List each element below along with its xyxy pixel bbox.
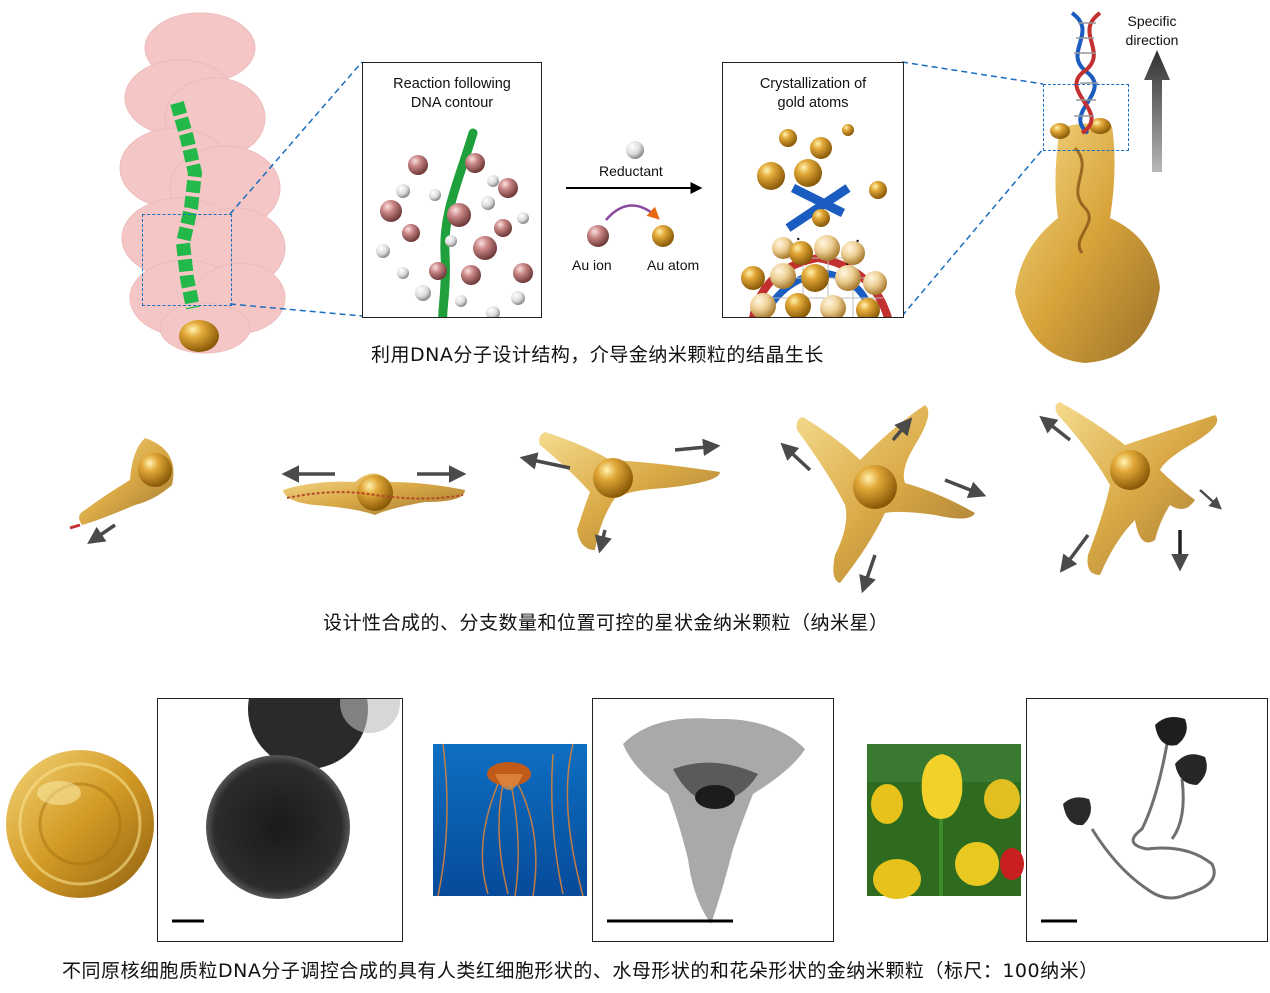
nanostar-1-branch — [69, 438, 174, 544]
zoom-box-origami — [142, 214, 232, 306]
direction-label-line2: direction — [1125, 32, 1179, 48]
tem-image-jellyfish — [592, 698, 834, 942]
tem-image-rbc — [157, 698, 403, 942]
tulip-photo — [867, 744, 1024, 899]
tem-image-flower — [1026, 698, 1268, 942]
top-caption: 利用DNA分子设计结构，介导金纳米颗粒的结晶生长 — [371, 344, 824, 366]
crystallization-panel: Crystallization of gold atoms — [722, 62, 904, 318]
au-ion-label: Au ion — [572, 257, 612, 273]
gold-rbc-particle — [6, 750, 154, 898]
nanostar-3-branches — [519, 432, 721, 554]
reaction-panel: Reaction following DNA contour — [362, 62, 542, 318]
reduction-arrow-diagram — [566, 141, 703, 247]
crystallization-panel-title-line1: Crystallization of — [759, 76, 867, 92]
reaction-illustration — [376, 128, 533, 317]
direction-arrow — [1144, 50, 1170, 172]
reaction-panel-title-line2: DNA contour — [410, 95, 494, 111]
reaction-panel-title-line1: Reaction following — [393, 76, 511, 92]
jellyfish-photo — [433, 743, 587, 897]
crystallization-panel-title-line2: gold atoms — [777, 95, 849, 111]
nanostar-5-branches — [1039, 402, 1222, 575]
zoom-guide-lines-left — [229, 61, 1044, 317]
nanostar-4-branches — [780, 405, 987, 594]
direction-label-line1: Specific — [1127, 13, 1177, 29]
crystallization-illustration — [741, 124, 892, 317]
gold-particle-growth — [1015, 11, 1160, 363]
nanostar-2-branches — [281, 465, 467, 515]
zoom-box-growth — [1043, 84, 1129, 151]
middle-caption: 设计性合成的、分支数量和位置可控的星状金纳米颗粒（纳米星） — [323, 612, 889, 634]
reductant-label: Reductant — [599, 163, 663, 179]
dna-origami-illustration — [119, 12, 286, 354]
au-atom-label: Au atom — [647, 257, 700, 273]
bottom-caption: 不同原核细胞质粒DNA分子调控合成的具有人类红细胞形状的、水母形状的和花朵形状的… — [62, 960, 1099, 982]
